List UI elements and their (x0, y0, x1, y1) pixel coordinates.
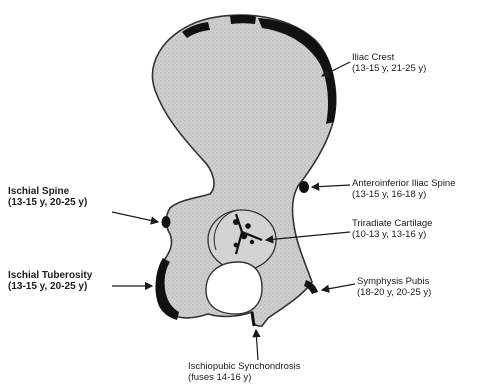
ischial-tuberosity-label: Ischial Tuberosity (13-15 y, 20-25 y) (8, 270, 92, 292)
ischiopubic-label: Ischiopubic Synchondrosis (fuses 14-16 y… (188, 361, 300, 383)
symphysis-label: Symphysis Pubis (18-20 y, 20-25 y) (357, 276, 431, 298)
iliac-crest-fragment (230, 15, 256, 24)
iliac-crest-ages: (13-15 y, 21-25 y) (352, 63, 426, 74)
ischial-tuberosity-title: Ischial Tuberosity (8, 270, 92, 281)
symphysis-ages: (18-20 y, 20-25 y) (357, 287, 431, 298)
triradiate-ages: (10-13 y, 13-16 y) (352, 229, 432, 240)
ischial-spine-label: Ischial Spine (13-15 y, 20-25 y) (8, 186, 87, 208)
aiis-arrow (312, 185, 350, 187)
ischial-spine-ages: (13-15 y, 20-25 y) (8, 197, 87, 208)
ischiopubic-synchondrosis-mark (252, 312, 254, 326)
symphysis-title: Symphysis Pubis (357, 276, 431, 287)
triradiate-title: Triradiate Cartilage (352, 218, 432, 229)
aiis-ages: (13-15 y, 16-18 y) (352, 189, 456, 200)
ischiopubic-ages: (fuses 14-16 y) (188, 372, 300, 383)
obturator-foramen (206, 262, 262, 314)
aiis-label: Anteroinferior Iliac Spine (13-15 y, 16-… (352, 178, 456, 200)
ischial-spine-arrow (112, 212, 158, 222)
iliac-crest-title: Iliac Crest (352, 52, 426, 63)
aiis-apophysis (299, 181, 309, 193)
ischial-spine-title: Ischial Spine (8, 186, 87, 197)
triradiate-label: Triradiate Cartilage (10-13 y, 13-16 y) (352, 218, 432, 240)
ischial-spine-apophysis (162, 216, 171, 228)
iliac-crest-label: Iliac Crest (13-15 y, 21-25 y) (352, 52, 426, 74)
ischiopubic-arrow (256, 330, 258, 360)
aiis-title: Anteroinferior Iliac Spine (352, 178, 456, 189)
symphysis-arrow (322, 284, 355, 290)
ischial-tuberosity-ages: (13-15 y, 20-25 y) (8, 281, 92, 292)
acetabulum (208, 210, 276, 270)
ischiopubic-title: Ischiopubic Synchondrosis (188, 361, 300, 372)
